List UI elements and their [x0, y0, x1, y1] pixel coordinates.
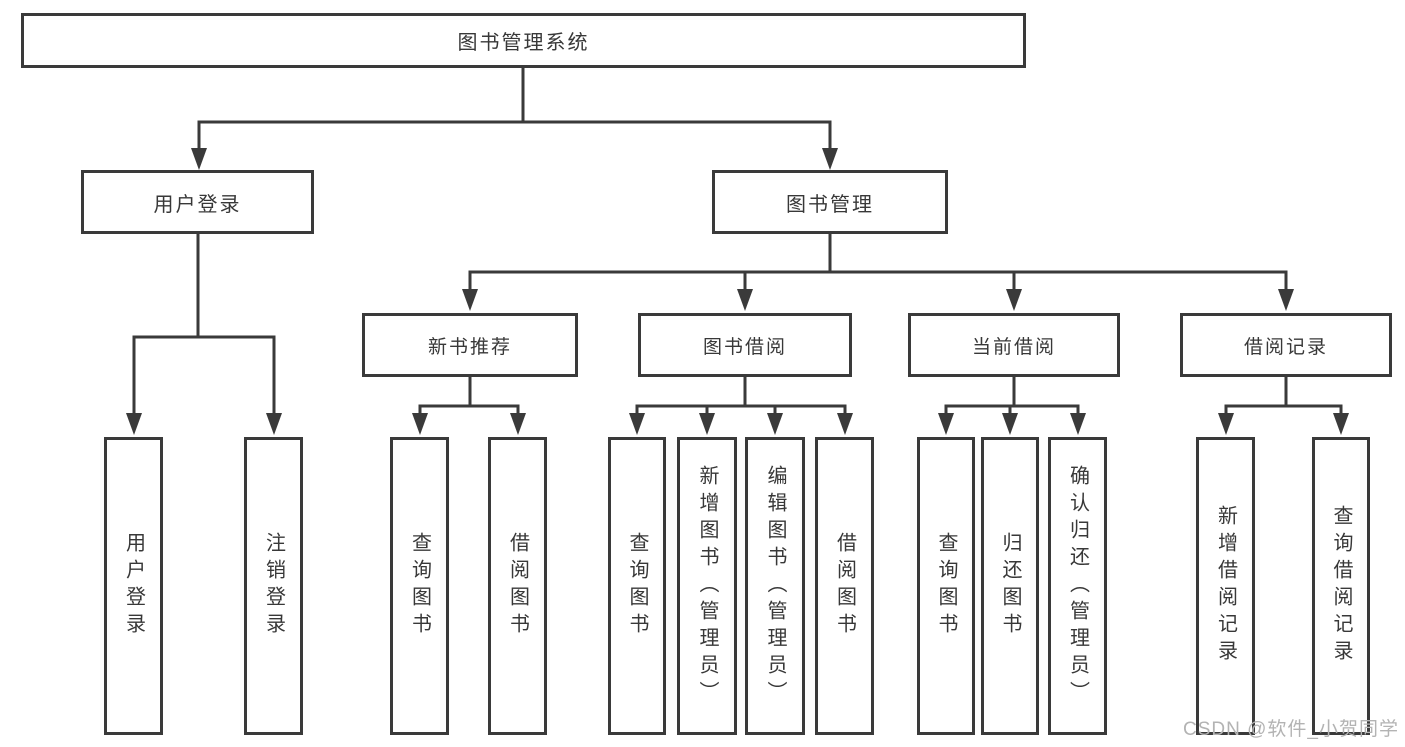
leaf-user-login: 用户登录	[104, 437, 163, 735]
node-book-management-label: 图书管理	[786, 193, 874, 216]
leaf-current-return-books: 归还图书	[981, 437, 1039, 735]
leaf-records-add-record-label: 新增借阅记录	[1214, 505, 1237, 667]
leaf-newbook-borrow-books: 借阅图书	[488, 437, 547, 735]
leaf-logout: 注销登录	[244, 437, 303, 735]
leaf-logout-label: 注销登录	[262, 532, 285, 640]
leaf-current-query-books: 查询图书	[917, 437, 975, 735]
leaf-borrow-add-books-admin: 新增图书（管理员）	[677, 437, 737, 735]
node-book-management: 图书管理	[712, 170, 948, 234]
leaf-current-query-books-label: 查询图书	[935, 532, 957, 640]
node-root-label: 图书管理系统	[457, 32, 590, 54]
arrowhead-icon	[1218, 413, 1234, 435]
arrowhead-icon	[266, 413, 282, 435]
arrowhead-icon	[126, 413, 142, 435]
arrowhead-icon	[699, 413, 715, 435]
arrowhead-icon	[1006, 289, 1022, 311]
node-book-borrow-label: 图书借阅	[702, 336, 787, 358]
leaf-newbook-query-books: 查询图书	[390, 437, 449, 735]
arrowhead-icon	[462, 289, 478, 311]
arrowhead-icon	[510, 413, 526, 435]
arrowhead-icon	[938, 413, 954, 435]
csdn-watermark: CSDN @软件_小贺同学	[1183, 719, 1399, 740]
connector-records-to-leaves	[1224, 375, 1343, 417]
leaf-borrow-query-books: 查询图书	[608, 437, 666, 735]
node-user-login: 用户登录	[81, 170, 314, 234]
leaf-user-login-label: 用户登录	[122, 532, 145, 640]
connector-userlogin-to-leaves	[132, 232, 276, 417]
leaf-current-confirm-return-admin-label: 确认归还（管理员）	[1066, 464, 1089, 708]
node-new-book-recommend-label: 新书推荐	[427, 336, 512, 358]
leaf-borrow-edit-books-admin-label: 编辑图书（管理员）	[764, 464, 786, 708]
leaf-records-add-record: 新增借阅记录	[1196, 437, 1255, 735]
leaf-current-return-books-label: 归还图书	[999, 532, 1021, 640]
arrowhead-icon	[1070, 413, 1086, 435]
arrowhead-icon	[767, 413, 783, 435]
arrowhead-icon	[412, 413, 428, 435]
node-borrow-records-label: 借阅记录	[1243, 336, 1328, 358]
leaf-borrow-borrow-books-label: 借阅图书	[833, 532, 856, 640]
connector-root-to-level2	[197, 66, 832, 152]
arrowhead-icon	[1278, 289, 1294, 311]
node-borrow-records: 借阅记录	[1180, 313, 1392, 377]
arrowhead-icon	[837, 413, 853, 435]
leaf-records-query-record-label: 查询借阅记录	[1330, 505, 1352, 667]
connector-newbook-to-leaves	[418, 375, 520, 417]
leaf-newbook-query-books-label: 查询图书	[408, 532, 431, 640]
arrowhead-icon	[191, 148, 207, 170]
leaf-current-confirm-return-admin: 确认归还（管理员）	[1048, 437, 1107, 735]
leaf-borrow-query-books-label: 查询图书	[626, 532, 648, 640]
arrowhead-icon	[737, 289, 753, 311]
leaf-borrow-borrow-books: 借阅图书	[815, 437, 874, 735]
leaf-newbook-borrow-books-label: 借阅图书	[506, 532, 529, 640]
leaf-borrow-edit-books-admin: 编辑图书（管理员）	[745, 437, 805, 735]
node-user-login-label: 用户登录	[153, 193, 242, 216]
arrowhead-icon	[629, 413, 645, 435]
node-current-borrow: 当前借阅	[908, 313, 1120, 377]
node-current-borrow-label: 当前借阅	[971, 336, 1056, 358]
leaf-records-query-record: 查询借阅记录	[1312, 437, 1370, 735]
node-root-library-system: 图书管理系统	[21, 13, 1026, 68]
node-new-book-recommend: 新书推荐	[362, 313, 578, 377]
arrowhead-icon	[1002, 413, 1018, 435]
connector-bookborrow-to-leaves	[635, 375, 847, 417]
arrowhead-icon	[1333, 413, 1349, 435]
leaf-borrow-add-books-admin-label: 新增图书（管理员）	[696, 464, 718, 708]
arrowhead-icon	[822, 148, 838, 170]
connector-bookmgmt-to-level3	[468, 232, 1288, 293]
connector-currentborrow-to-leaves	[944, 375, 1080, 417]
node-book-borrow: 图书借阅	[638, 313, 852, 377]
